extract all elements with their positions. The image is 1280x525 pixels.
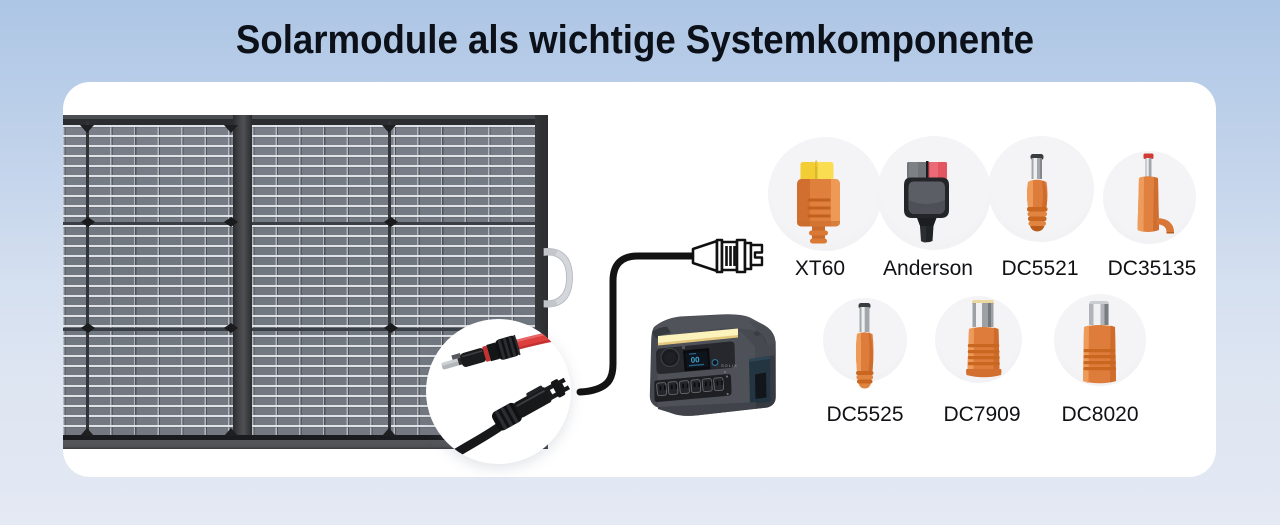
svg-text:SOLIX: SOLIX [721,363,738,368]
svg-text:00: 00 [690,355,700,365]
